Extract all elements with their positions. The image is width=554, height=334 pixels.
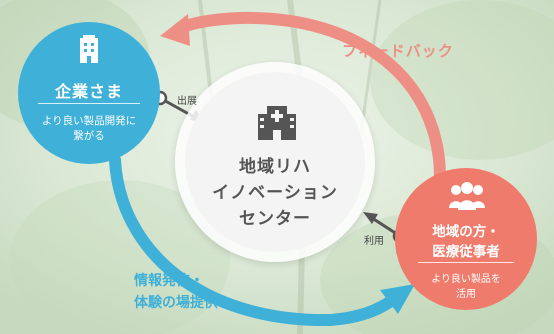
company-desc-line2: 繋がる	[73, 130, 105, 142]
center-line1: 地域リハ	[239, 157, 311, 177]
info-arrowhead	[380, 284, 415, 314]
feedback-label: フィードバック	[342, 42, 454, 60]
feedback-arrow	[174, 11, 446, 184]
community-title-line2: 医療従事者	[432, 244, 500, 260]
center-line2: イノベーション	[212, 183, 338, 203]
info-arrow	[109, 154, 401, 327]
community-divider	[418, 262, 514, 263]
hospital-icon	[258, 106, 296, 140]
community-desc-line2: 活用	[456, 289, 476, 300]
center-line3: センター	[239, 209, 311, 229]
use-arrowhead	[363, 212, 378, 224]
center-circle-inner	[185, 72, 365, 252]
exhibit-label: 出展	[177, 96, 197, 107]
company-desc-line1: より良い製品開発に	[41, 115, 137, 127]
community-desc-line1: より良い製品を	[431, 274, 501, 285]
building-icon	[80, 35, 98, 63]
feedback-arrowhead	[160, 14, 190, 46]
info-label-line1: 情報発信・	[134, 273, 204, 289]
company-divider	[38, 103, 140, 104]
info-label-line2: 体験の場提供	[134, 295, 218, 311]
community-title-line1: 地域の方・	[432, 224, 500, 240]
use-label: 利用	[364, 236, 384, 247]
company-title: 企業さま	[54, 82, 123, 101]
people-icon	[449, 182, 485, 210]
